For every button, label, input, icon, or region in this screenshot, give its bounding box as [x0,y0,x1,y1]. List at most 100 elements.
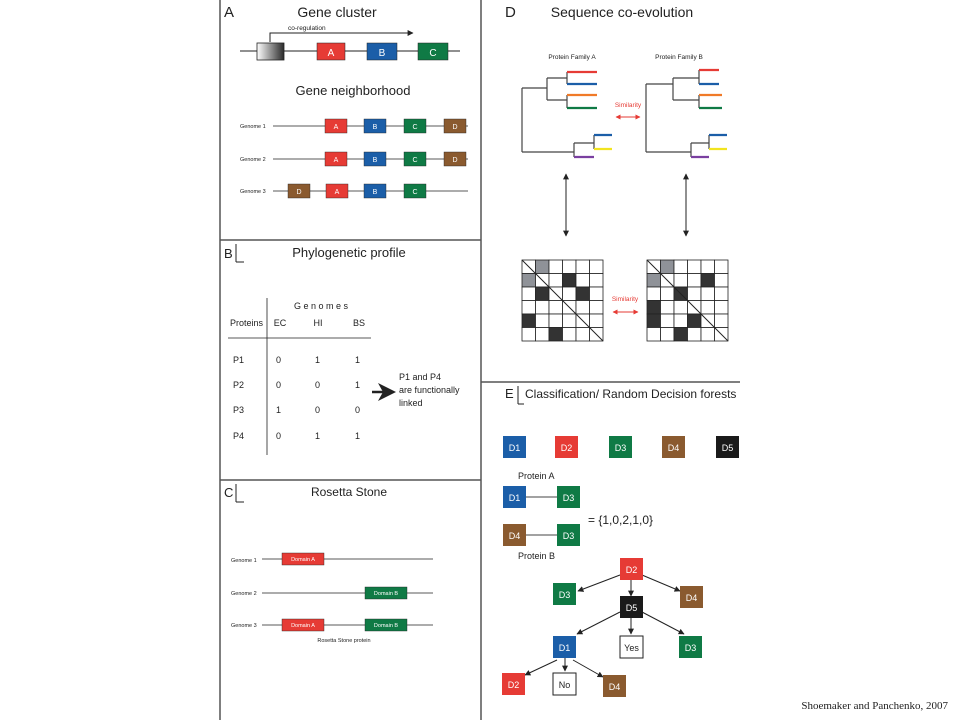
g3-gene-a-label: A [335,189,340,196]
matrix-cell [589,313,604,328]
tree-family-b [645,68,727,159]
g3-gene-c-label: C [412,189,417,196]
cell: 1 [315,355,320,365]
g3-gene-b [363,183,387,199]
panel-a-title: Gene cluster [297,4,377,20]
matrix-cell [589,273,604,288]
tree-node-d4-leaf [603,675,626,697]
profile-row-p1: P1 0 1 1 [233,355,360,365]
cluster-gene-c-label: C [429,48,436,59]
matrix-cell [535,313,550,328]
panel-c-letter: C [224,485,233,500]
profile-row-p4: P4 0 1 1 [233,431,360,441]
protein-b-label: Protein B [518,551,555,561]
matrix-cell [673,313,688,328]
protein-a-d1 [503,486,526,508]
cluster-gene-a [316,42,346,61]
protein-b-d4 [503,524,526,546]
matrix-cell [535,286,550,301]
matrix-cell [714,259,729,274]
decision-tree-edges [524,574,685,678]
g1-gene-b [363,118,387,134]
conclusion-line-1: P1 and P4 [399,372,441,382]
cluster-gene-a-label: A [328,48,335,59]
matrix-diagonal [646,259,729,342]
neighborhood-title: Gene neighborhood [296,83,411,98]
tree-node-d3-right [679,636,702,658]
cluster-gene-b [366,42,398,61]
legend-d1-label: D1 [509,443,521,453]
panel-a-letter: A [224,4,234,21]
tree-node-d2-leaf-label: D2 [508,680,520,690]
tree-node-d4-right [680,586,703,608]
matrix-cell [575,286,590,301]
protein-a-d1-label: D1 [509,493,521,503]
matrix-cell [700,286,715,301]
cell: 0 [276,380,281,390]
panel-d: D Sequence co-evolution Protein Family A… [505,4,729,342]
matrix-cell [589,300,604,315]
tree-node-d2-root-label: D2 [626,565,638,575]
profile-row-p2: P2 0 0 1 [233,380,360,390]
g2-gene-d [443,151,467,167]
row-name: P3 [233,405,244,415]
matrix-cell [521,286,536,301]
g1-gene-c-label: C [412,124,417,131]
matrix-cell [575,300,590,315]
matrix-cell [687,313,702,328]
cell: 1 [355,355,360,365]
protein-b-d4-label: D4 [509,531,521,541]
conclusion-arrowhead [378,383,396,401]
c-g3-domain-a-label: Domain A [291,623,315,629]
matrix-cell [687,327,702,342]
tree-similarity-label: Similarity [615,102,642,109]
panel-c-title: Rosetta Stone [311,485,387,499]
matrix-cell [646,286,661,301]
matrix-cell [575,273,590,288]
tree-node-d3-left-label: D3 [559,590,571,600]
cell: 0 [315,380,320,390]
matrix-cell [700,300,715,315]
panel-d-letter: D [505,4,516,21]
coregulation-label: co-regulation [288,25,326,32]
g1-gene-d-label: D [452,124,457,131]
panel-borders [219,0,740,720]
matrix-cell [700,273,715,288]
tree-node-d1-label: D1 [559,643,571,653]
panel-e-title: Classification/ Random Decision forests [525,387,736,401]
tree-node-d3-left [553,583,576,605]
cell: 0 [355,405,360,415]
matrix-cell [562,313,577,328]
cell: 0 [315,405,320,415]
col-bs: BS [353,318,365,328]
matrix-cell [687,286,702,301]
matrix-cell [673,300,688,315]
matrix-cell [660,286,675,301]
matrix-cell [562,327,577,342]
matrix-cell [521,300,536,315]
cell: 1 [276,405,281,415]
g2-gene-a [324,151,348,167]
matrix-cell [687,273,702,288]
g2-gene-d-label: D [452,157,457,164]
col-hi: HI [314,318,323,328]
tree-node-d3-right-label: D3 [685,643,697,653]
tree-node-d2-leaf [502,673,525,695]
legend-d5 [716,436,739,458]
cell: 1 [355,380,360,390]
genome-2-label: Genome 2 [240,157,266,163]
conclusion-line-3: linked [399,398,423,408]
tree-leaf-no [552,672,577,696]
matrix-cell [535,327,550,342]
tree-leaf-yes [619,635,644,659]
cluster-gene-b-label: B [379,48,386,59]
matrix-cell [660,300,675,315]
matrix-cell [660,327,675,342]
matrix-cell [687,259,702,274]
legend-d4-label: D4 [668,443,680,453]
matrix-cell [535,300,550,315]
matrix-cell [646,327,661,342]
protein-b-d3 [557,524,580,546]
tree-leaf-yes-label: Yes [624,643,639,653]
